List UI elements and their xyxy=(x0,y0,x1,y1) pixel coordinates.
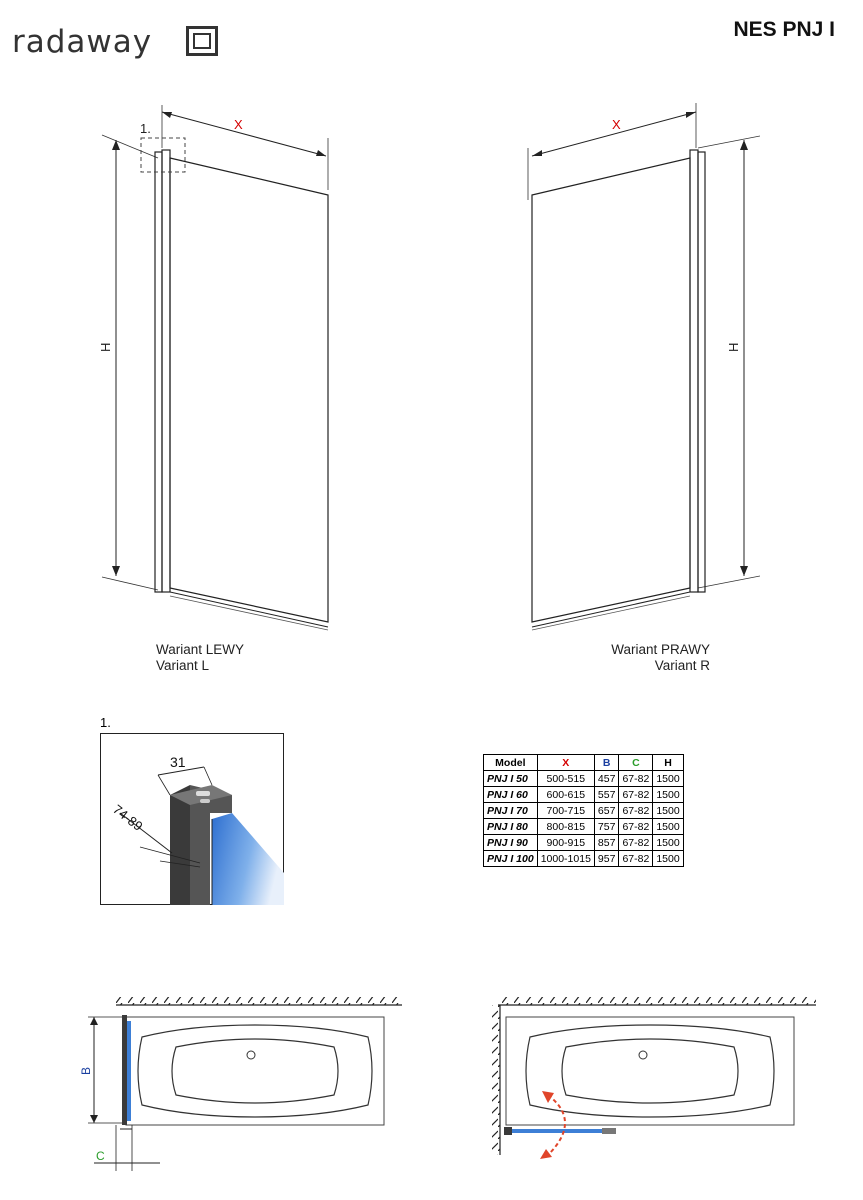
table-row: PNJ I 100 1000-1015 957 67-82 1500 xyxy=(483,850,684,867)
cell-h: 1500 xyxy=(652,770,684,787)
elevation-right-drawing: X H xyxy=(527,103,760,631)
table-header-row: Model X B C H xyxy=(483,754,684,771)
table-row: PNJ I 50 500-515 457 67-82 1500 xyxy=(483,770,684,787)
cell-c: 67-82 xyxy=(618,850,654,867)
elevation-left-drawing: X H 1. xyxy=(100,105,329,631)
variant-left-caption: Wariant LEWY Variant L xyxy=(156,642,244,674)
profile-width-label: 31 xyxy=(170,754,186,770)
cell-h: 1500 xyxy=(652,850,684,867)
cell-b: 457 xyxy=(593,770,620,787)
dim-h-label: H xyxy=(100,343,113,352)
dim-c-label: C xyxy=(96,1149,105,1163)
cell-x: 700-715 xyxy=(536,802,595,819)
cell-model: PNJ I 70 xyxy=(483,802,538,819)
col-header-x: X xyxy=(536,754,595,771)
cell-model: PNJ I 90 xyxy=(483,834,538,851)
cell-c: 67-82 xyxy=(618,818,654,835)
detail-label: 1. xyxy=(100,715,111,730)
caption-line-pl: Wariant PRAWY xyxy=(611,642,710,657)
col-header-c: C xyxy=(618,754,654,771)
col-header-model: Model xyxy=(483,754,538,771)
table-row: PNJ I 90 900-915 857 67-82 1500 xyxy=(483,834,684,851)
dim-b-label: B xyxy=(80,1067,93,1075)
caption-line-pl: Wariant LEWY xyxy=(156,642,245,657)
caption-line-en: Variant L xyxy=(156,658,210,673)
dim-x-label: X xyxy=(612,117,621,132)
dim-h-label: H xyxy=(726,343,741,352)
brand-logo: radaway xyxy=(12,22,232,67)
cell-model: PNJ I 80 xyxy=(483,818,538,835)
plan-left-drawing: B C xyxy=(80,997,402,1171)
cell-model: PNJ I 100 xyxy=(483,850,538,867)
spec-table: Model X B C H PNJ I 50 500-515 457 67-82… xyxy=(483,754,684,867)
table-row: PNJ I 60 600-615 557 67-82 1500 xyxy=(483,786,684,803)
detail-ref-label: 1. xyxy=(140,121,151,136)
cell-x: 1000-1015 xyxy=(536,850,595,867)
cell-x: 900-915 xyxy=(536,834,595,851)
plan-right-drawing xyxy=(492,997,816,1159)
col-header-h: H xyxy=(652,754,684,771)
cell-b: 657 xyxy=(593,802,620,819)
table-row: PNJ I 70 700-715 657 67-82 1500 xyxy=(483,802,684,819)
cell-x: 800-815 xyxy=(536,818,595,835)
cell-c: 67-82 xyxy=(618,802,654,819)
page-title: NES PNJ I xyxy=(733,18,835,41)
cell-h: 1500 xyxy=(652,786,684,803)
cell-c: 67-82 xyxy=(618,834,654,851)
col-header-b: B xyxy=(593,754,620,771)
cell-b: 857 xyxy=(593,834,620,851)
cell-x: 600-615 xyxy=(536,786,595,803)
dim-x-label: X xyxy=(234,117,243,132)
cell-c: 67-82 xyxy=(618,786,654,803)
table-row: PNJ I 80 800-815 757 67-82 1500 xyxy=(483,818,684,835)
logo-square-icon xyxy=(186,26,218,56)
cell-model: PNJ I 60 xyxy=(483,786,538,803)
cell-b: 757 xyxy=(593,818,620,835)
detail-profile-drawing: 31 74-89 xyxy=(100,733,284,905)
cell-h: 1500 xyxy=(652,802,684,819)
caption-line-en: Variant R xyxy=(654,658,710,673)
variant-right-caption: Wariant PRAWY Variant R xyxy=(598,642,710,674)
cell-b: 557 xyxy=(593,786,620,803)
cell-h: 1500 xyxy=(652,818,684,835)
cell-b: 957 xyxy=(593,850,620,867)
cell-x: 500-515 xyxy=(536,770,595,787)
cell-h: 1500 xyxy=(652,834,684,851)
brand-name: radaway xyxy=(12,24,153,60)
cell-model: PNJ I 50 xyxy=(483,770,538,787)
cell-c: 67-82 xyxy=(618,770,654,787)
